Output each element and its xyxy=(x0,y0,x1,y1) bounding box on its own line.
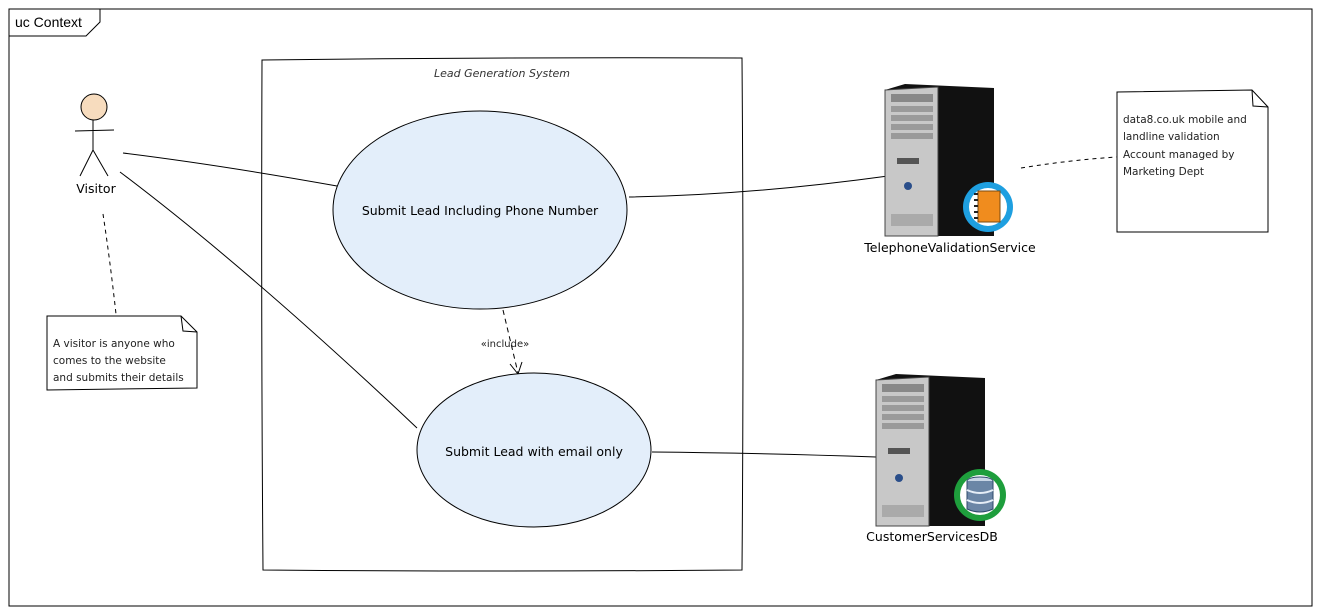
actor-body xyxy=(74,120,115,177)
note-visitor-line-1: A visitor is anyone who xyxy=(53,338,175,350)
note-fold xyxy=(180,315,198,333)
diagram-frame xyxy=(8,8,1313,607)
note-visitor-line-3: and submits their details xyxy=(53,372,184,384)
frame-title-tab xyxy=(8,8,101,37)
node-telephone-validation-service[interactable]: TelephoneValidationService xyxy=(863,84,1036,255)
actor-visitor[interactable]: Visitor xyxy=(74,93,117,196)
note-service-line-3: Account managed by xyxy=(1123,149,1235,161)
usecase-label: Submit Lead Including Phone Number xyxy=(362,203,599,218)
node-label: CustomerServicesDB xyxy=(866,529,998,544)
frame-title: uc Context xyxy=(15,14,82,30)
note-visitor-line-2: comes to the website xyxy=(53,355,166,367)
note-service-line-1: data8.co.uk mobile and xyxy=(1123,114,1247,126)
note-service-line-4: Marketing Dept xyxy=(1123,166,1204,178)
node-label: TelephoneValidationService xyxy=(863,240,1036,255)
note-service-line-2: landline validation xyxy=(1123,131,1220,143)
system-boundary[interactable] xyxy=(261,57,744,572)
note-visitor[interactable]: A visitor is anyone who comes to the web… xyxy=(46,315,198,391)
actor-label: Visitor xyxy=(76,181,116,196)
note-anchor-visitor xyxy=(102,213,117,315)
association-visitor-email[interactable] xyxy=(119,171,418,429)
note-service[interactable]: data8.co.uk mobile and landline validati… xyxy=(1116,89,1269,233)
usecase-label: Submit Lead with email only xyxy=(445,444,623,459)
association-visitor-phone[interactable] xyxy=(122,152,338,187)
note-fold xyxy=(1251,89,1269,108)
system-title: Lead Generation System xyxy=(434,67,570,80)
actor-head xyxy=(80,93,108,121)
include-dependency-line[interactable] xyxy=(502,309,519,374)
usecase-submit-lead-phone[interactable]: Submit Lead Including Phone Number xyxy=(332,110,628,310)
node-customer-services-db[interactable]: CustomerServicesDB xyxy=(866,374,1006,544)
address-book-icon xyxy=(963,182,1013,232)
usecase-submit-lead-email[interactable]: Submit Lead with email only xyxy=(416,372,652,528)
association-phone-service[interactable] xyxy=(628,175,889,198)
note-anchor-service xyxy=(1020,156,1118,169)
database-icon xyxy=(954,469,1006,521)
include-label: «include» xyxy=(481,339,529,350)
association-email-db[interactable] xyxy=(651,451,877,458)
